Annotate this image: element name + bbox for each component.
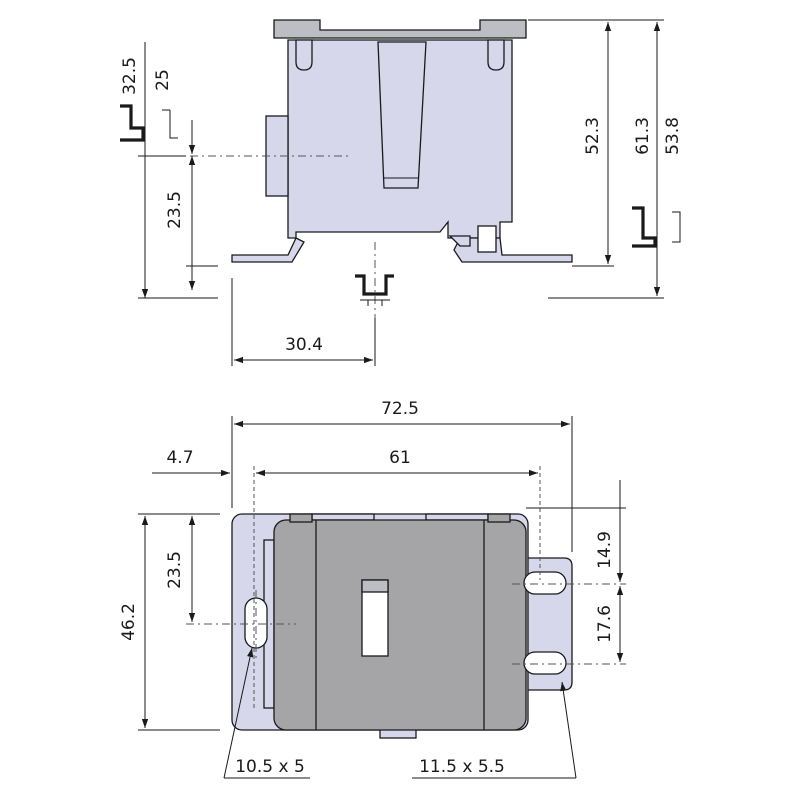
dim-plan-slot-spacing: 17.6	[595, 605, 615, 643]
dim-side-rail-height: 32.5	[120, 57, 140, 95]
side-top-cap	[273, 19, 527, 39]
dim-plan-depth: 46.2	[119, 603, 139, 641]
side-clip-right	[487, 39, 505, 71]
callout-slot-right: 11.5 x 5.5	[419, 757, 505, 777]
dim-side-mount-height: 23.5	[165, 191, 185, 229]
dim-side-height-3: 53.8	[663, 117, 683, 155]
rail-symbol-side-right	[632, 206, 657, 248]
plan-view: 72.5 4.7 61 46.2 23.5 14.9 17.6 10.5 x 5…	[119, 399, 626, 779]
plan-slot-right-bottom	[523, 651, 567, 675]
side-lever-channel	[377, 41, 427, 189]
side-latch	[477, 225, 497, 253]
rail-symbol-side-left	[120, 104, 145, 142]
side-foot-left	[231, 237, 305, 263]
dim-plan-total-width: 72.5	[381, 399, 419, 419]
side-foot-right	[453, 237, 573, 263]
plan-slot-left	[244, 597, 268, 649]
dim-side-height-1: 52.3	[583, 117, 603, 155]
side-clip-left	[295, 39, 313, 71]
dim-plan-mount-offset: 23.5	[165, 551, 185, 589]
dim-side-foot-width: 30.4	[285, 335, 323, 355]
dim-side-rail-inner: 25	[153, 69, 173, 91]
side-view: 32.5 25 23.5 52.3 61.3 53.8 30.4	[120, 19, 683, 366]
plan-slot-right-top	[523, 571, 567, 595]
dim-plan-slot-top: 14.9	[595, 531, 615, 569]
rail-symbol-bottom	[355, 274, 394, 296]
dim-side-height-2: 61.3	[633, 117, 653, 155]
plan-main-body	[273, 519, 527, 731]
callout-slot-left: 10.5 x 5	[235, 757, 305, 777]
dim-plan-offset: 4.7	[166, 448, 193, 468]
dim-plan-body-width: 61	[389, 448, 411, 468]
